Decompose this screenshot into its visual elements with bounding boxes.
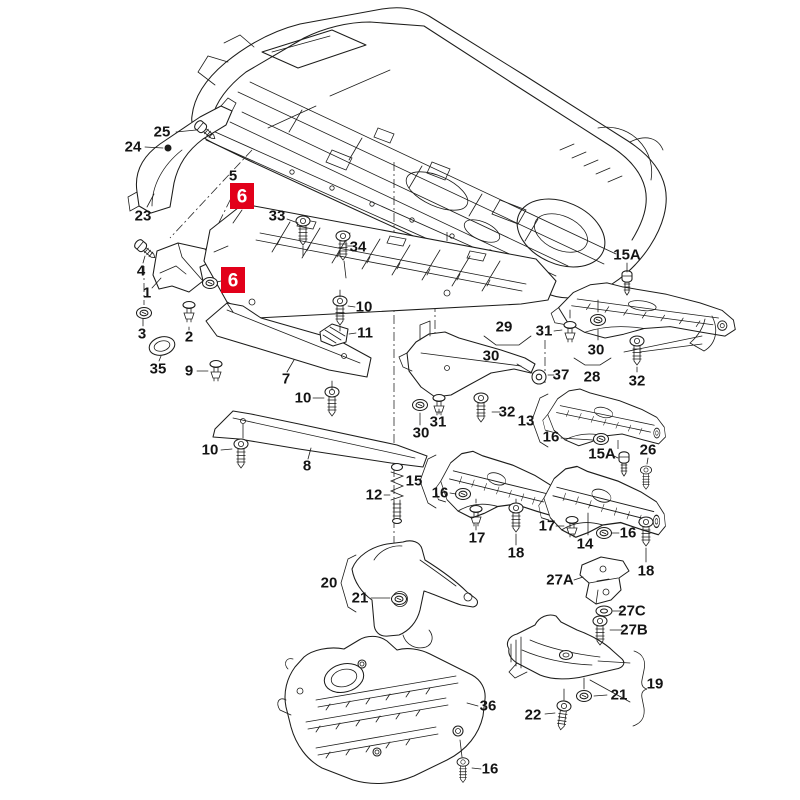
callout-7: 7 xyxy=(282,371,290,388)
callout-12: 12 xyxy=(366,487,383,504)
nut-icon-21b xyxy=(575,689,593,703)
callout-16-d: 16 xyxy=(482,761,499,778)
callout-13: 13 xyxy=(518,413,535,430)
callout-22: 22 xyxy=(525,707,542,724)
callout-11: 11 xyxy=(357,325,373,342)
callout-2: 2 xyxy=(185,329,193,346)
grommet-icon-24 xyxy=(164,144,172,152)
nut-icon-21a xyxy=(390,592,408,606)
callout-37: 37 xyxy=(553,367,570,384)
callout-16-b: 16 xyxy=(432,485,449,502)
part-36-skid-plate xyxy=(277,635,486,785)
screw-icon-22 xyxy=(553,699,573,732)
callout-33: 33 xyxy=(269,208,286,225)
callout-27A: 27A xyxy=(546,572,574,589)
highlight-badge-top: 6 xyxy=(230,183,254,209)
part-19-cover xyxy=(506,614,625,680)
callout-36: 36 xyxy=(480,698,497,715)
callout-10-right: 10 xyxy=(356,299,373,316)
highlight-badge-bottom: 6 xyxy=(221,267,245,293)
bolt-icon-4 xyxy=(132,237,159,262)
callout-32-right: 32 xyxy=(629,373,646,390)
callout-19: 19 xyxy=(647,676,664,693)
screw-icon-26 xyxy=(639,465,653,490)
callout-15A-bottom: 15A xyxy=(588,446,616,463)
callout-16-a: 16 xyxy=(543,429,560,446)
callout-26: 26 xyxy=(640,442,657,459)
callout-17-right: 17 xyxy=(539,518,556,535)
callout-18-left: 18 xyxy=(508,545,525,562)
callout-15: 15 xyxy=(406,473,423,490)
callout-29: 29 xyxy=(496,319,513,336)
screw-icon-10b xyxy=(233,438,249,469)
nut-icon-16c xyxy=(595,526,613,540)
callout-31-right: 31 xyxy=(536,323,553,340)
fasteners xyxy=(132,118,654,783)
clip-icon-2 xyxy=(182,300,196,323)
screw-icon-18a xyxy=(508,502,524,533)
callout-27C: 27C xyxy=(618,603,646,620)
callout-31-left: 31 xyxy=(430,414,447,431)
callout-5: 5 xyxy=(229,168,237,185)
part-11-clamp-plate xyxy=(319,323,349,347)
callout-20: 20 xyxy=(321,575,338,592)
callout-4: 4 xyxy=(137,263,146,280)
callout-30-mid: 30 xyxy=(483,348,500,365)
nut-icon-16b xyxy=(454,487,472,501)
callout-18-right: 18 xyxy=(638,563,655,580)
nut-icon-3 xyxy=(135,306,153,320)
screw-icon-16d xyxy=(456,757,470,783)
grommet-icon-37 xyxy=(531,369,547,385)
callout-21-right: 21 xyxy=(611,687,628,704)
screw-icon-10a xyxy=(324,386,340,417)
callout-35: 35 xyxy=(150,361,167,378)
clip-icon-31a xyxy=(563,320,577,343)
part-23-wheelhouse-liner xyxy=(127,97,237,214)
nut-icon-6 xyxy=(201,276,219,290)
washer-icon-27C xyxy=(595,605,613,617)
part-20-support-bracket xyxy=(351,540,478,649)
callout-8: 8 xyxy=(303,458,311,475)
nut-icon-16a xyxy=(592,432,610,446)
part-15-guard-panel xyxy=(435,450,560,519)
callout-30-right: 30 xyxy=(588,342,605,359)
seal-icon-35 xyxy=(148,336,176,356)
callout-10-mid: 10 xyxy=(295,390,312,407)
part-27A-bracket xyxy=(579,556,630,605)
callout-16-c: 16 xyxy=(620,525,637,542)
callout-labels: 25 24 23 5 33 34 4 1 3 2 35 9 7 10 10 8 … xyxy=(125,124,664,778)
callout-14: 14 xyxy=(577,536,594,553)
callout-17-left: 17 xyxy=(469,530,486,547)
highlight-box xyxy=(230,183,254,209)
nut-icon-30a xyxy=(589,313,607,327)
callout-34: 34 xyxy=(350,239,367,256)
callout-25: 25 xyxy=(154,124,171,141)
part-12-spring-bolt xyxy=(389,462,405,525)
screw-icon-32b xyxy=(473,392,489,423)
bolt-icon-15A2 xyxy=(618,451,630,477)
clip-icon-9 xyxy=(209,359,223,382)
highlight-label: 6 xyxy=(228,271,239,292)
part-5-underbody-panel xyxy=(203,203,557,319)
part-8-side-trim xyxy=(212,410,428,468)
callout-15A-top: 15A xyxy=(613,247,641,264)
highlight-label: 6 xyxy=(237,187,248,208)
highlight-box xyxy=(221,267,245,293)
callout-9: 9 xyxy=(185,363,193,380)
callout-32-left: 32 xyxy=(499,404,516,421)
nut-icon-30c xyxy=(411,398,429,412)
callout-28: 28 xyxy=(584,369,601,386)
callout-30-left: 30 xyxy=(413,425,430,442)
callout-1: 1 xyxy=(143,285,151,302)
callout-23: 23 xyxy=(135,208,152,225)
part-29-guard-bracket xyxy=(398,320,536,398)
leader-lines xyxy=(142,129,649,770)
callout-21-left: 21 xyxy=(352,590,369,607)
callout-27B: 27B xyxy=(620,622,648,639)
part-7-side-trim xyxy=(205,302,372,378)
callout-10-left: 10 xyxy=(202,442,219,459)
callout-3: 3 xyxy=(138,326,146,343)
callout-24: 24 xyxy=(125,139,142,156)
